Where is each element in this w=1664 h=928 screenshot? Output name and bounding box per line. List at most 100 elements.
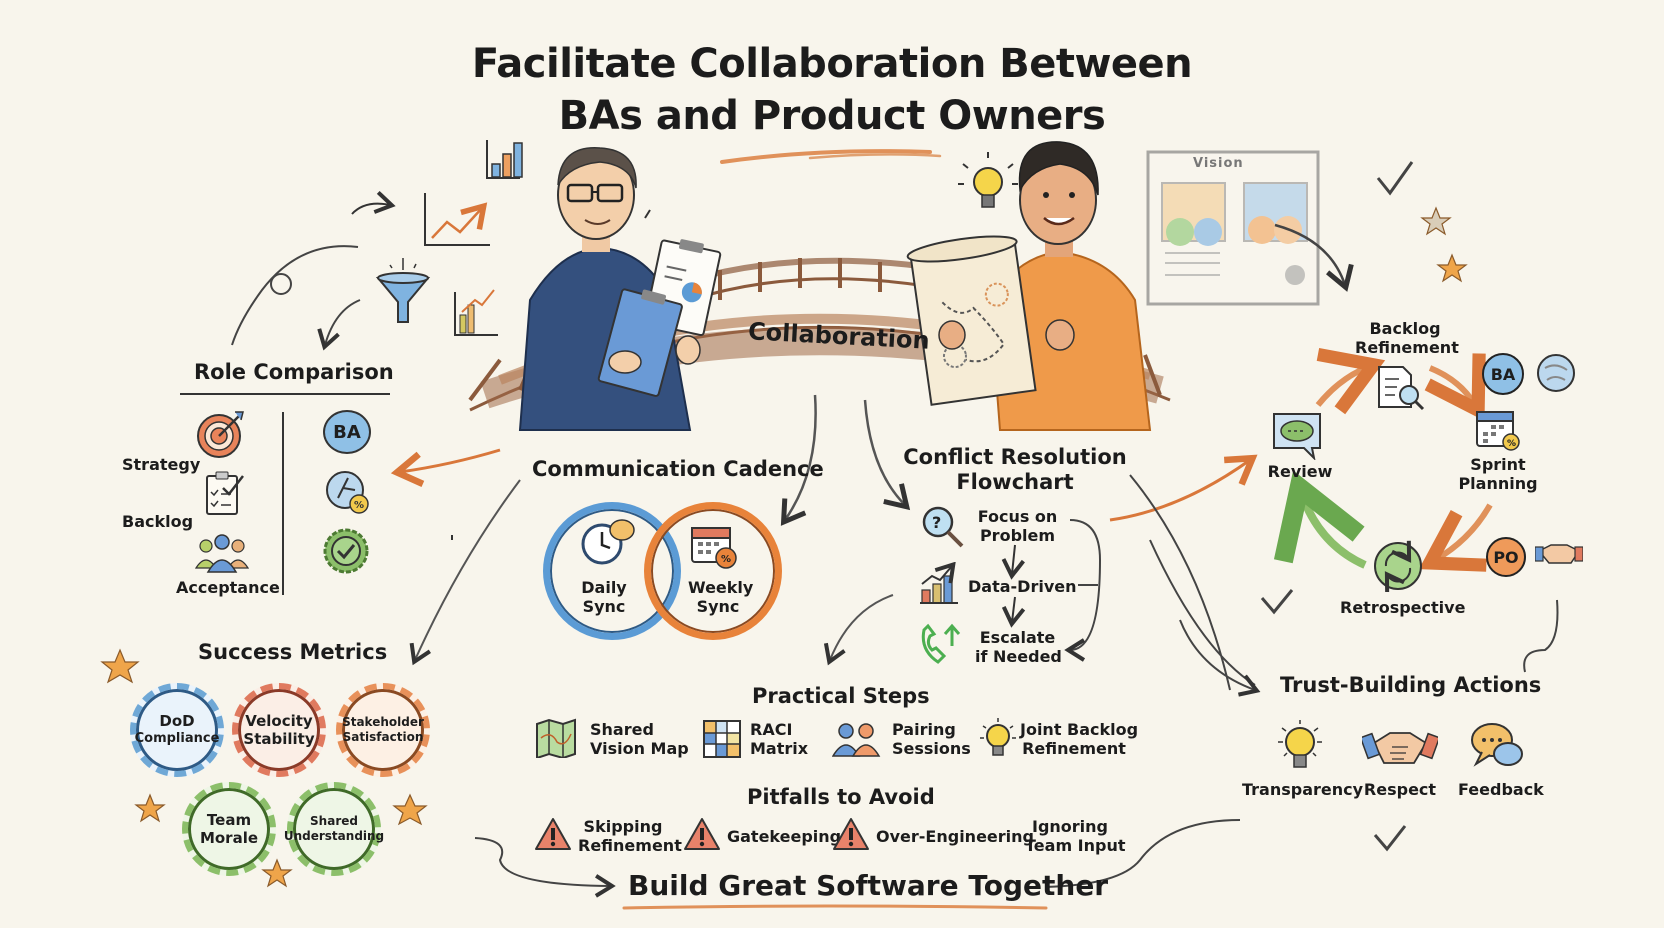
pitfall-ignoring-team-input: Ignoring Team Input [1025,817,1126,855]
step-line1: Escalate [979,628,1056,647]
pitfall-line2: Team Input [1025,836,1126,855]
node-line1: Sprint [1470,455,1526,474]
title-line-2: BAs and Product Owners [558,93,1106,139]
trust-building-heading: Trust-Building Actions [1280,673,1542,697]
pitfalls-heading: Pitfalls to Avoid [747,785,935,809]
respect-handshake-icon [1362,732,1438,764]
warning-icon [833,818,869,850]
conflict-step-escalate: Escalate if Needed [975,628,1062,666]
role-label-backlog: Backlog [122,512,194,531]
step-line1: Focus on [977,507,1058,526]
feedback-speech-icon [1471,723,1523,767]
star-decorations [100,206,1468,888]
po-badge: PO [1486,537,1526,577]
transparency-bulb-icon [1278,720,1322,768]
role-label-strategy: Strategy [122,455,201,474]
conflict-heading-line1: Conflict Resolution [903,445,1127,469]
tools-icon: % [326,471,369,514]
node-line2: Refinement [1355,338,1459,357]
sprint-calendar-icon: % [1476,411,1520,451]
trust-item-respect: Respect [1363,780,1437,799]
review-chat-icon [1273,413,1321,460]
title-line-1: Facilitate Collaboration Between [471,41,1193,87]
pitfall-over-engineering: Over-Engineering [876,827,1034,846]
conflict-heading-line2: Flowchart [956,470,1074,494]
phone-escalate-icon [921,623,961,664]
globe-icon [1537,354,1575,392]
metric-line1: Stakeholder [342,715,424,729]
funnel-illustration [375,258,431,323]
vision-board-title: Vision [1193,156,1244,171]
metric-line1: Team [206,811,252,829]
ba-person-illustration [518,147,722,431]
step-line1: Shared [590,720,654,739]
target-icon [197,411,244,458]
practical-step-raci-matrix: RACI Matrix [750,720,808,758]
weekly-line2: Sync [696,597,740,616]
weekly-sync-ring [644,502,782,640]
ba-speech-icon: BA [323,410,371,454]
success-metrics-heading: Success Metrics [198,640,388,664]
footer-tagline: Build Great Software Together [628,869,1109,902]
tagline-underline [622,904,1048,910]
metric-line1: Velocity [245,712,313,730]
step-line2: Problem [979,526,1056,545]
step-line2: Matrix [750,739,809,758]
retrospective-icon [1374,540,1422,592]
daily-sync-label: Daily Sync [574,578,634,616]
metric-line2: Compliance [134,731,220,746]
node-line2: Planning [1458,474,1538,493]
metric-line2: Morale [199,829,259,847]
metric-line1: Shared [310,814,358,828]
pitfall-skipping-refinement: Skipping Refinement [578,817,682,855]
conflict-resolution-heading: Conflict Resolution Flowchart [900,445,1130,495]
handshake-small-icon [1535,544,1583,564]
practical-step-shared-vision-map: Shared Vision Map [590,720,689,758]
pairing-people-icon [832,723,881,757]
metric-line2: Understanding [283,829,385,843]
svg-text:?: ? [932,513,941,532]
metric-line1: DoD [159,712,195,730]
conflict-step-focus: Focus on Problem [975,507,1060,545]
pitfall-line1: Skipping [583,817,663,836]
conflict-step-data-driven: Data-Driven [968,577,1077,596]
step-line2: Vision Map [590,739,689,758]
practical-step-pairing-sessions: Pairing Sessions [892,720,971,758]
svg-text:%: % [354,500,364,511]
daily-line2: Sync [582,597,626,616]
step-line1: Joint Backlog [1020,720,1139,739]
metric-line2: Satisfaction [342,730,424,744]
document-search-icon [1378,366,1425,411]
step-line2: Sessions [892,739,971,758]
team-icon [194,534,250,573]
step-line2: Refinement [1022,739,1126,758]
po-person-illustration [906,141,1152,431]
daily-line1: Daily [581,578,627,597]
node-line1: Backlog [1369,319,1441,338]
cycle-node-backlog-refinement: Backlog Refinement [1355,319,1459,357]
vision-board-illustration [1146,150,1320,306]
magnifier-question-icon: ? [922,506,964,548]
trust-item-transparency: Transparency [1242,780,1364,799]
idea-bulb-illustration [958,152,1018,208]
cycle-node-sprint-planning: Sprint Planning [1448,455,1548,493]
pitfall-gatekeeping: Gatekeeping [727,827,842,846]
svg-text:%: % [1507,439,1516,449]
practical-steps-heading: Practical Steps [752,684,930,708]
trust-item-feedback: Feedback [1458,780,1544,799]
approved-seal-icon [323,528,369,574]
svg-text:%: % [721,554,731,565]
bar-chart-up-icon [920,562,958,604]
cycle-node-retrospective: Retrospective [1340,598,1466,617]
role-comparison-heading: Role Comparison [194,360,394,384]
analytics-doodles [351,140,651,540]
metric-line2: Stability [243,730,315,748]
page-title: Facilitate Collaboration Between BAs and… [0,38,1664,142]
pitfall-line1: Ignoring [1031,817,1108,836]
